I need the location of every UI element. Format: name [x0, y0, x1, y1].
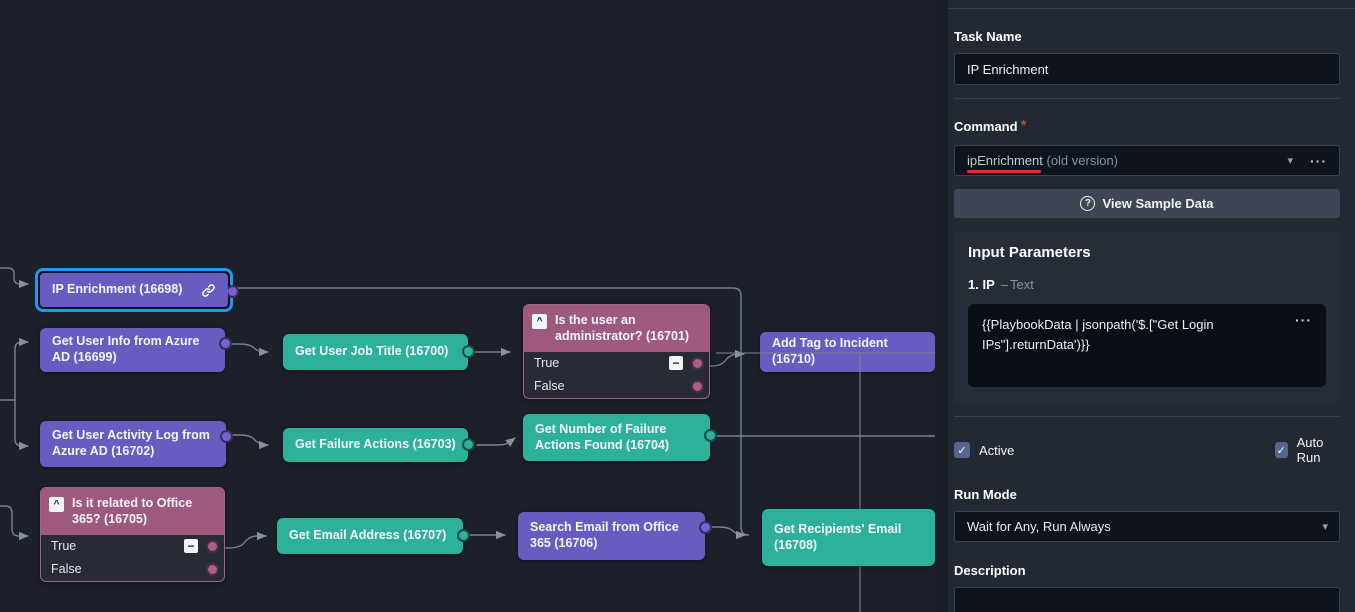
node-label: Add Tag to Incident (16710) — [772, 336, 888, 366]
auto-run-checkbox-row: ✓ Auto Run — [1274, 435, 1340, 465]
branch-port-true[interactable] — [206, 539, 219, 553]
output-port[interactable] — [457, 529, 470, 542]
output-port[interactable] — [462, 438, 475, 451]
input-parameters-title: Input Parameters — [968, 244, 1091, 261]
node-ip-enrichment[interactable]: IP Enrichment (16698) — [35, 268, 239, 312]
output-port[interactable] — [462, 345, 475, 358]
branch-false[interactable]: False — [524, 375, 709, 398]
node-label: IP Enrichment (16698) — [52, 282, 183, 297]
divider — [954, 98, 1340, 99]
output-port[interactable] — [220, 430, 233, 443]
collapse-icon[interactable]: ^ — [532, 314, 547, 329]
parameter-value-input[interactable]: {{PlaybookData | jsonpath('$.["Get Login… — [968, 304, 1326, 387]
output-port[interactable] — [704, 429, 717, 442]
node-label: Is the user an administrator? (16701) — [555, 313, 690, 344]
branch-port-false[interactable] — [691, 379, 704, 393]
node-is-related-office365[interactable]: ^ Is it related to Office 365? (16705) T… — [40, 487, 225, 582]
collapse-icon[interactable]: ^ — [49, 497, 64, 512]
required-asterisk: * — [1020, 118, 1027, 135]
branch-true[interactable]: True − — [524, 352, 709, 375]
command-select[interactable]: ipEnrichment (old version) ▾ ··· — [954, 145, 1340, 176]
node-add-tag-to-incident[interactable]: Add Tag to Incident (16710) — [760, 332, 935, 372]
input-parameters-card: Input Parameters 1. IP–Text {{PlaybookDa… — [954, 231, 1340, 403]
node-get-user-activity-log[interactable]: Get User Activity Log from Azure AD (167… — [40, 421, 233, 467]
node-is-user-administrator[interactable]: ^ Is the user an administrator? (16701) … — [523, 304, 710, 399]
description-textarea[interactable] — [954, 587, 1340, 612]
node-label: Get Email Address (16707) — [289, 528, 447, 543]
parameter-more-icon[interactable]: ··· — [1295, 312, 1312, 328]
auto-run-checkbox[interactable]: ✓ — [1274, 442, 1288, 458]
node-label: Get User Activity Log from Azure AD (167… — [52, 428, 210, 458]
node-label: Is it related to Office 365? (16705) — [72, 496, 193, 527]
output-port[interactable] — [699, 521, 712, 534]
task-name-input[interactable] — [954, 53, 1340, 85]
run-mode-value: Wait for Any, Run Always — [967, 519, 1111, 534]
minus-icon[interactable]: − — [184, 539, 198, 553]
run-mode-select[interactable]: Wait for Any, Run Always ▾ — [954, 511, 1340, 542]
parameter-header: 1. IP–Text — [968, 277, 1034, 292]
branch-port-true[interactable] — [691, 356, 704, 370]
panel-divider — [948, 8, 1355, 9]
parameter-value: {{PlaybookData | jsonpath('$.["Get Login… — [982, 317, 1214, 353]
run-mode-label: Run Mode — [954, 487, 1017, 502]
output-port[interactable] — [219, 337, 232, 350]
command-version-suffix: (old version) — [1042, 153, 1119, 168]
node-get-recipients-email[interactable]: Get Recipients' Email (16708) — [762, 509, 935, 566]
node-search-email-office365[interactable]: Search Email from Office 365 (16706) — [518, 512, 712, 560]
node-get-number-failure-actions[interactable]: Get Number of Failure Actions Found (167… — [523, 414, 717, 461]
link-icon — [201, 283, 216, 298]
workflow-edges — [0, 267, 935, 549]
divider — [954, 416, 1340, 417]
node-get-email-address[interactable]: Get Email Address (16707) — [277, 518, 470, 554]
branch-false[interactable]: False — [41, 558, 224, 581]
node-label: Search Email from Office 365 (16706) — [530, 520, 679, 550]
view-sample-data-button[interactable]: ? View Sample Data — [954, 189, 1340, 218]
branch-true[interactable]: True − — [41, 535, 224, 558]
node-get-user-job-title[interactable]: Get User Job Title (16700) — [283, 334, 475, 370]
branch-port-false[interactable] — [206, 562, 219, 576]
workflow-edges-overlay — [716, 352, 935, 612]
task-properties-panel: Task Name Command* ipEnrichment (old ver… — [948, 0, 1355, 612]
description-label: Description — [954, 563, 1026, 578]
node-label: Get Recipients' Email (16708) — [774, 521, 902, 552]
task-name-label: Task Name — [954, 29, 1022, 44]
node-label: Get Failure Actions (16703) — [295, 437, 456, 452]
node-label: Get User Job Title (16700) — [295, 344, 449, 359]
node-label: Get User Info from Azure AD (16699) — [52, 334, 200, 364]
chevron-down-icon: ▾ — [1322, 521, 1328, 533]
minus-icon[interactable]: − — [669, 356, 683, 370]
command-more-icon[interactable]: ··· — [1310, 152, 1327, 169]
node-get-user-info[interactable]: Get User Info from Azure AD (16699) — [40, 328, 232, 372]
command-value: ipEnrichment — [967, 153, 1043, 173]
panel-resize-gutter[interactable] — [935, 0, 948, 612]
auto-run-label: Auto Run — [1296, 435, 1324, 465]
node-label: Get Number of Failure Actions Found (167… — [535, 421, 670, 452]
node-get-failure-actions[interactable]: Get Failure Actions (16703) — [283, 428, 475, 462]
active-checkbox[interactable]: ✓ — [954, 442, 970, 458]
command-label: Command* — [954, 118, 1027, 135]
active-checkbox-row: ✓ Active — [954, 435, 1113, 465]
workflow-canvas[interactable]: IP Enrichment (16698) Get User Info from… — [0, 0, 935, 612]
chevron-down-icon[interactable]: ▾ — [1287, 155, 1293, 167]
active-label: Active — [979, 442, 1015, 458]
question-icon: ? — [1080, 196, 1096, 211]
